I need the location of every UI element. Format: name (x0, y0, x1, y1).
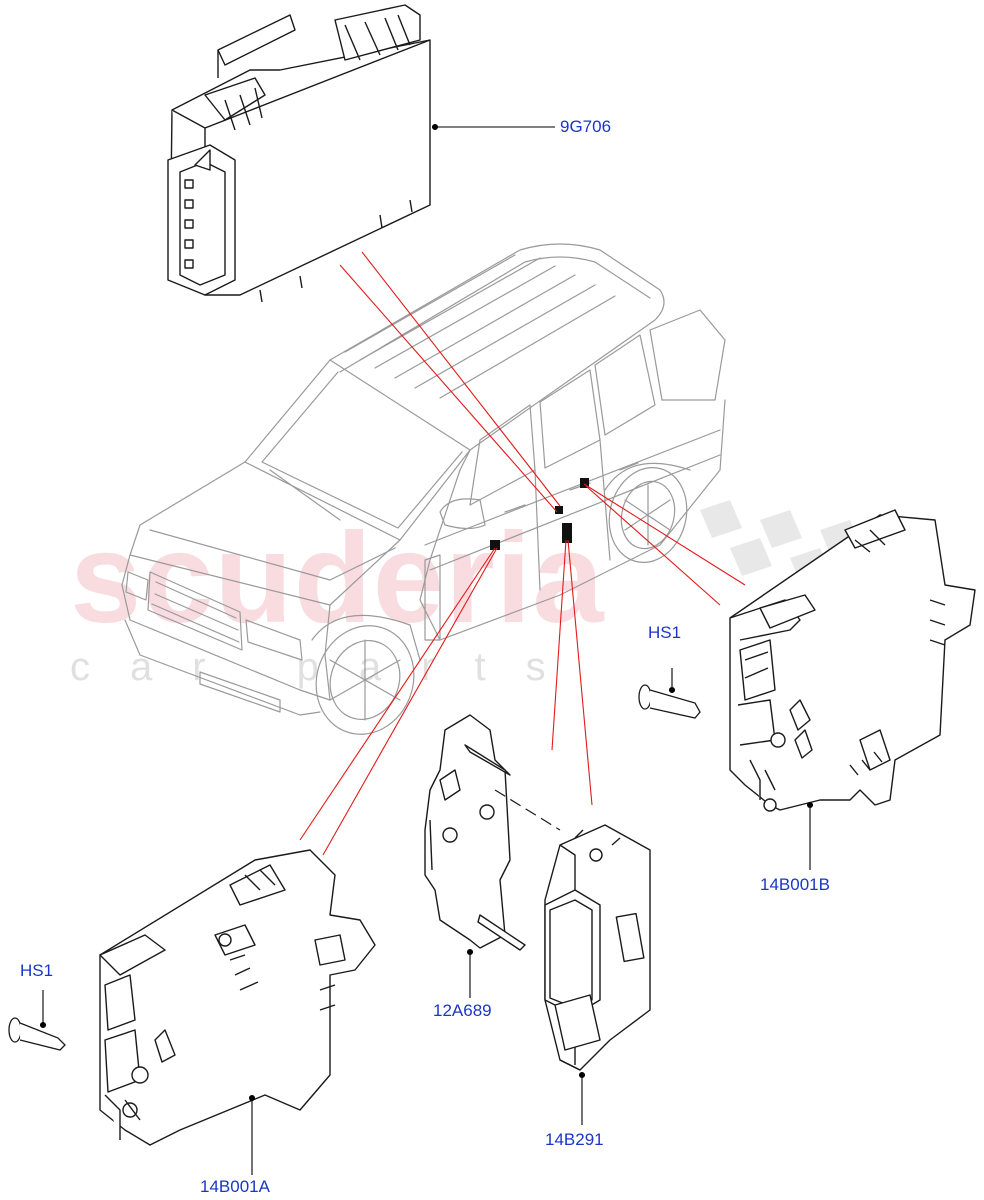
marker-14b001b (580, 478, 589, 488)
callout-14b291[interactable]: 14B291 (545, 1130, 604, 1149)
vehicle-outline (121, 243, 726, 735)
watermark-brand: scuderia (70, 507, 605, 650)
vehicle-location-markers (490, 478, 589, 550)
module-14b001a (99, 849, 376, 1146)
locator-lines (299, 251, 746, 856)
callout-14b001a[interactable]: 14B001A (200, 1177, 270, 1196)
bolt-hs1-right (638, 684, 701, 719)
watermark-subline: car parts (70, 645, 586, 689)
marker-14b291 (562, 523, 572, 543)
module-14b291 (544, 824, 651, 1071)
bracket-alignment-line (494, 789, 561, 831)
callout-hs1-right[interactable]: HS1 (648, 623, 682, 642)
module-14b001b (729, 509, 976, 812)
callout-12a689[interactable]: 12A689 (433, 1001, 492, 1020)
module-9g706 (167, 4, 431, 303)
bracket-12a689 (424, 714, 526, 951)
marker-9g706 (555, 506, 563, 514)
callout-9g706[interactable]: 9G706 (560, 117, 612, 136)
leader-lines (39, 123, 814, 1175)
callout-14b001b[interactable]: 14B001B (760, 875, 830, 894)
callout-hs1-left[interactable]: HS1 (20, 961, 54, 980)
marker-14b001a (490, 540, 500, 550)
bolt-hs1-left (8, 1017, 66, 1051)
